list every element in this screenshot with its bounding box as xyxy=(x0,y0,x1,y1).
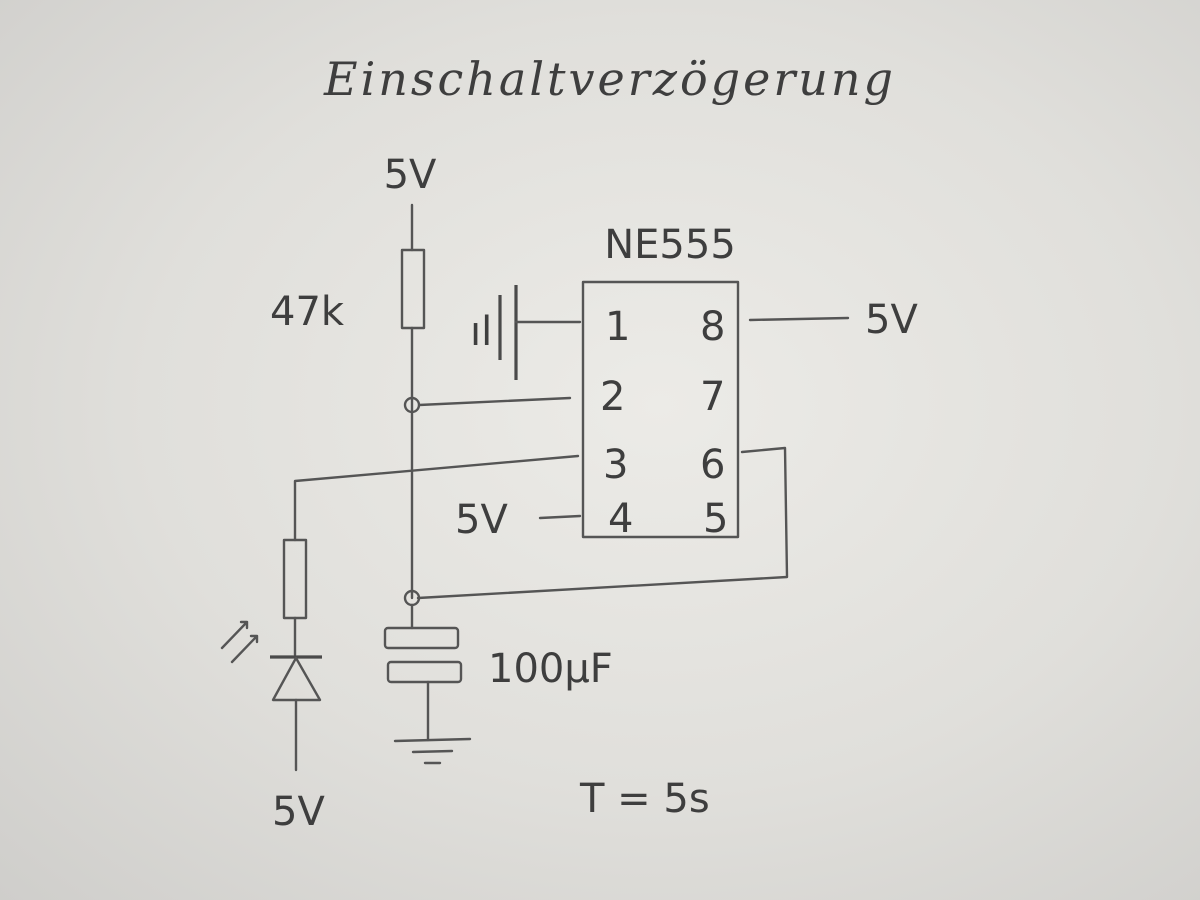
wire-node-to-pin2 xyxy=(417,396,572,407)
ic-name-label: NE555 xyxy=(604,222,736,268)
supply-top-label: 5V xyxy=(384,152,437,198)
wire-pin6-to-cap-node xyxy=(416,446,789,600)
pin-label-2: 2 xyxy=(600,374,625,420)
pin-label-8: 8 xyxy=(700,304,725,350)
electrolytic-cap-plate-bottom xyxy=(386,660,463,684)
pin-label-5: 5 xyxy=(703,496,728,542)
pin-label-7: 7 xyxy=(700,374,725,420)
pin-label-1: 1 xyxy=(605,304,630,350)
small-cap-marking: ıl xyxy=(470,309,492,355)
pin-label-3: 3 xyxy=(603,442,628,488)
capacitor-value-label: 100µF xyxy=(488,646,613,692)
electrolytic-cap-plate-top xyxy=(383,626,460,650)
wire-supply-to-pin4 xyxy=(538,514,582,520)
pin-label-6: 6 xyxy=(700,442,725,488)
led-light-arrows-icon xyxy=(220,620,259,664)
ground-icon xyxy=(393,737,472,765)
resistor-value-label: 47k xyxy=(270,289,345,335)
wire-pin8-to-supply xyxy=(748,316,850,322)
led-resistor xyxy=(282,538,308,620)
time-constant-label: T = 5s xyxy=(579,776,710,822)
wire-pin3-to-led-resistor xyxy=(293,454,580,542)
resistor-47k xyxy=(400,248,426,330)
pin4-supply-label: 5V xyxy=(455,497,508,543)
pin-label-4: 4 xyxy=(608,496,633,542)
ne555-chip xyxy=(581,280,740,539)
diagram-title: Einschaltverzögerung xyxy=(323,52,896,106)
led-diode xyxy=(271,656,322,702)
pin8-supply-label: 5V xyxy=(865,297,918,343)
led-supply-label: 5V xyxy=(272,789,325,835)
